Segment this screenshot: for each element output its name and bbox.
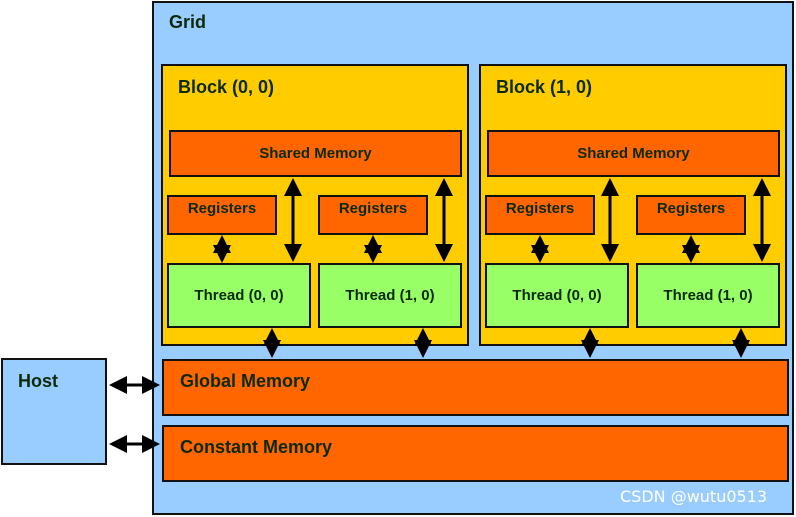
host-label: Host bbox=[18, 371, 58, 391]
thread-box: Thread (0, 0) bbox=[485, 263, 629, 328]
thread-box: Thread (1, 0) bbox=[636, 263, 780, 328]
registers-box: Registers bbox=[636, 195, 746, 235]
global-memory: Global Memory bbox=[162, 359, 789, 416]
registers-box: Registers bbox=[318, 195, 428, 235]
registers-label: Registers bbox=[505, 200, 575, 217]
thread-box: Thread (1, 0) bbox=[318, 263, 462, 328]
watermark: CSDN @wutu0513 bbox=[620, 487, 768, 506]
registers-label: Registers bbox=[656, 200, 726, 217]
thread-label: Thread (0, 0) bbox=[512, 287, 602, 304]
global-memory-label: Global Memory bbox=[180, 371, 311, 391]
shared-memory: Shared Memory bbox=[169, 130, 462, 177]
registers-box: Registers bbox=[167, 195, 277, 235]
constant-memory-label: Constant Memory bbox=[180, 437, 333, 457]
shared-memory: Shared Memory bbox=[487, 130, 780, 177]
thread-label: Thread (1, 0) bbox=[345, 287, 435, 304]
registers-label: Registers bbox=[187, 200, 257, 217]
thread-box: Thread (0, 0) bbox=[167, 263, 311, 328]
registers-label: Registers bbox=[338, 200, 408, 217]
thread-label: Thread (0, 0) bbox=[194, 287, 284, 304]
host-box: Host bbox=[1, 358, 107, 465]
grid-label: Grid bbox=[169, 12, 207, 32]
block-label: Block (0, 0) bbox=[178, 77, 275, 97]
registers-box: Registers bbox=[485, 195, 595, 235]
constant-memory: Constant Memory bbox=[162, 425, 789, 482]
block-label: Block (1, 0) bbox=[496, 77, 593, 97]
thread-label: Thread (1, 0) bbox=[663, 287, 753, 304]
shared-memory-label: Shared Memory bbox=[259, 145, 372, 162]
shared-memory-label: Shared Memory bbox=[577, 145, 690, 162]
